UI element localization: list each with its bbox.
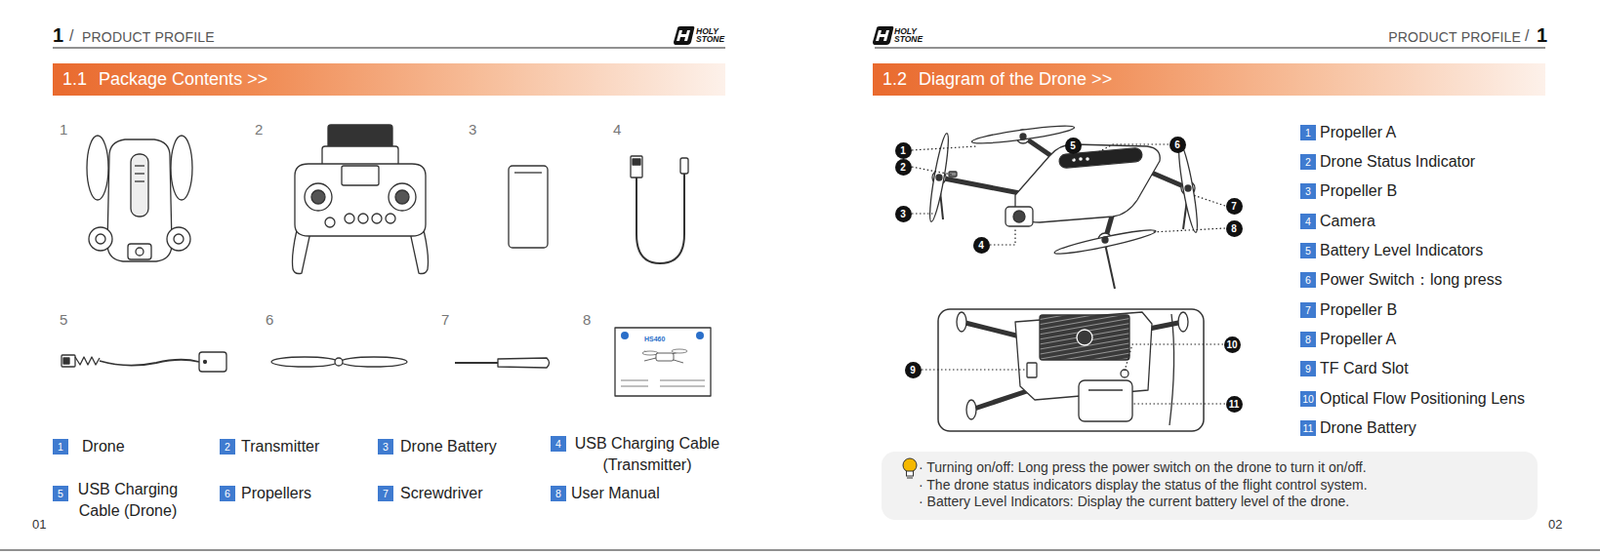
list-marker: 4 xyxy=(550,436,567,452)
item-name: User Manual xyxy=(571,484,660,504)
part-name: Propeller A xyxy=(1319,123,1396,143)
callout-number: 6 xyxy=(1169,136,1187,154)
section-header-band: 1.2 Diagram of the Drone >> xyxy=(872,63,1546,96)
list-marker: 6 xyxy=(219,486,236,502)
list-marker: 2 xyxy=(219,439,236,455)
list-marker: 3 xyxy=(1300,183,1316,200)
item-name: Screwdriver xyxy=(400,484,483,504)
section-header-band: 1.1 Package Contents >> xyxy=(52,63,726,96)
callout-number: 2 xyxy=(895,159,912,176)
item-number: 5 xyxy=(59,311,68,329)
list-marker: 2 xyxy=(1300,154,1316,170)
list-marker: 3 xyxy=(377,439,394,455)
part-name: Drone Battery xyxy=(1319,418,1417,439)
list-marker: 11 xyxy=(1300,420,1316,437)
callout-number: 7 xyxy=(1226,198,1243,215)
section-number: 1.2 xyxy=(882,69,907,90)
callout-number: 10 xyxy=(1224,336,1241,354)
list-marker: 1 xyxy=(52,439,69,455)
item-number: 4 xyxy=(613,121,621,138)
part-name: Optical Flow Positioning Lens xyxy=(1319,389,1525,410)
header-title: PRODUCT PROFILE xyxy=(1388,29,1521,45)
section-number: 1 xyxy=(1536,24,1548,46)
item-name: Drone Battery xyxy=(400,437,497,457)
manual-model: HS460 xyxy=(644,335,665,344)
brand-logo: HOLY STONE xyxy=(894,27,926,43)
list-marker: 8 xyxy=(550,486,567,502)
list-marker: 8 xyxy=(1300,331,1316,348)
item-number: 1 xyxy=(59,121,68,138)
list-marker: 7 xyxy=(377,486,394,502)
item-name: Transmitter xyxy=(241,437,320,457)
item-number: 7 xyxy=(441,311,450,329)
part-name: Power Switch：long press xyxy=(1319,270,1503,290)
list-marker: 5 xyxy=(1300,243,1316,259)
header-separator: / xyxy=(1524,27,1529,45)
part-name: TF Card Slot xyxy=(1319,359,1409,379)
item-name: Drone xyxy=(82,437,125,457)
part-name: Battery Level Indicators xyxy=(1319,241,1483,261)
section-number: 1.1 xyxy=(62,69,87,90)
item-number: 6 xyxy=(265,311,274,329)
part-name: Drone Status Indicator xyxy=(1319,152,1476,172)
callout-number: 11 xyxy=(1226,396,1243,413)
callout-number: 5 xyxy=(1065,137,1082,155)
callout-number: 3 xyxy=(895,205,912,223)
item-number: 3 xyxy=(468,121,477,138)
list-marker: 7 xyxy=(1300,302,1316,319)
section-title: Package Contents >> xyxy=(98,69,268,90)
list-marker: 1 xyxy=(1300,124,1316,141)
section-number: 1 xyxy=(52,24,64,46)
part-name: Propeller B xyxy=(1319,181,1397,202)
item-number: 8 xyxy=(582,311,591,329)
header-separator: / xyxy=(69,27,74,45)
part-name: Propeller A xyxy=(1319,329,1396,350)
list-marker: 10 xyxy=(1300,391,1316,408)
header-title: PRODUCT PROFILE xyxy=(82,29,215,45)
list-marker: 6 xyxy=(1300,272,1316,288)
page-number: 01 xyxy=(32,517,46,533)
callout-number: 9 xyxy=(904,362,922,379)
brand-logo: HOLY STONE xyxy=(696,27,728,43)
callout-number: 8 xyxy=(1226,220,1243,238)
page-number: 02 xyxy=(1548,517,1562,533)
part-name: Camera xyxy=(1319,211,1376,232)
note-line: · The drone status indicators display th… xyxy=(918,477,1538,495)
item-name: USB Charging Cable (Transmitter) xyxy=(566,433,729,477)
note-box: · Turning on/off: Long press the power s… xyxy=(881,451,1538,521)
part-name: Propeller B xyxy=(1319,300,1397,321)
list-marker: 4 xyxy=(1300,213,1316,230)
list-marker: 9 xyxy=(1300,361,1316,377)
item-number: 2 xyxy=(254,121,263,138)
note-line: · Battery Level Indicators: Display the … xyxy=(918,493,1538,512)
section-title: Diagram of the Drone >> xyxy=(918,69,1112,90)
note-line: · Turning on/off: Long press the power s… xyxy=(918,459,1538,478)
item-name: USB Charging Cable (Drone) xyxy=(64,479,192,523)
callout-number: 1 xyxy=(895,142,912,160)
callout-number: 4 xyxy=(973,237,990,254)
tip-icon xyxy=(899,456,921,481)
item-name: Propellers xyxy=(241,484,312,504)
list-marker: 5 xyxy=(52,486,69,502)
